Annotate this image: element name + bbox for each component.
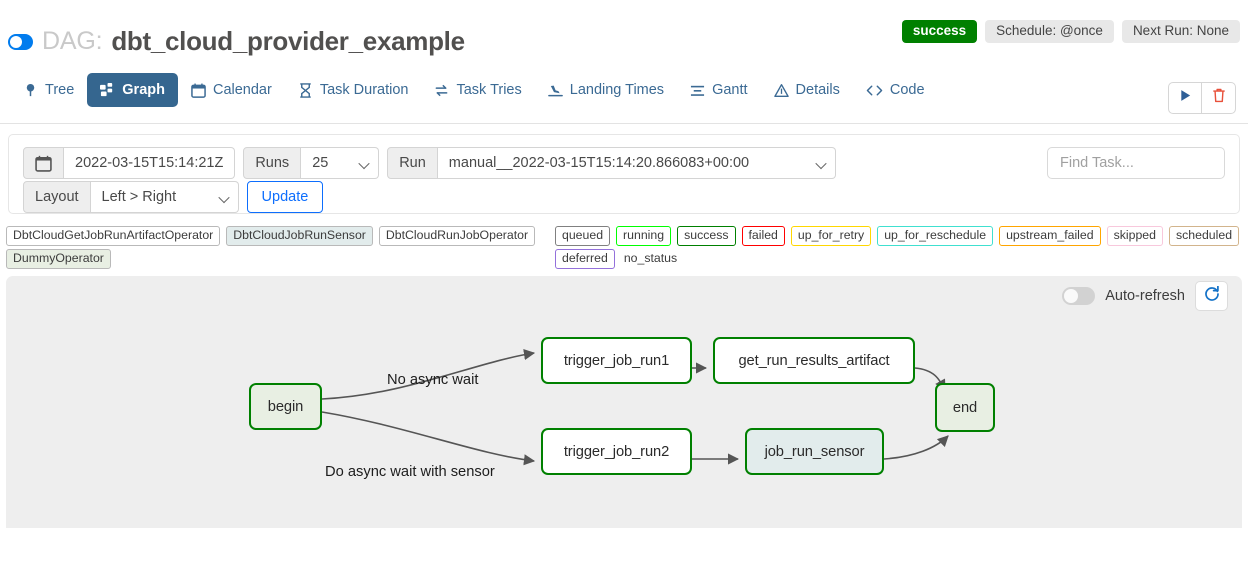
dag-graph-panel: Auto-refresh begin trigger_job_run1 get_… bbox=[6, 276, 1242, 528]
graph-node-label: begin bbox=[267, 398, 304, 415]
graph-node-trigger-job-run2[interactable]: trigger_job_run2 bbox=[541, 428, 692, 475]
delete-dag-button[interactable] bbox=[1202, 83, 1235, 113]
tab-landing-times-label: Landing Times bbox=[569, 82, 665, 98]
schedule-badge[interactable]: Schedule: @once bbox=[985, 20, 1114, 43]
edge-label-no-async-wait: No async wait bbox=[387, 372, 479, 388]
run-group[interactable]: Run manual__2022-03-15T15:14:20.866083+0… bbox=[387, 147, 836, 179]
execution-date-group[interactable]: 2022-03-15T15:14:21Z bbox=[23, 147, 236, 179]
legend-state-success: success bbox=[677, 225, 736, 246]
legend-state-no-status: no_status bbox=[623, 250, 678, 265]
graph-node-label: end bbox=[952, 399, 978, 416]
legend-state-scheduled: scheduled bbox=[1168, 225, 1240, 246]
tab-graph-label: Graph bbox=[122, 82, 165, 98]
graph-icon bbox=[100, 82, 115, 98]
retry-icon bbox=[434, 83, 449, 98]
dag-action-buttons bbox=[1168, 82, 1236, 114]
legend-state-running: running bbox=[616, 225, 672, 246]
dag-pause-toggle[interactable] bbox=[8, 33, 33, 50]
tab-tree-label: Tree bbox=[45, 82, 75, 98]
runs-select[interactable]: 25 bbox=[301, 147, 380, 179]
refresh-button[interactable] bbox=[1195, 281, 1228, 311]
tab-gantt[interactable]: Gantt bbox=[677, 73, 760, 107]
tab-task-duration[interactable]: Task Duration bbox=[285, 73, 422, 107]
legend-state-failed: failed bbox=[741, 225, 785, 246]
edge-begin-to-trigger1 bbox=[321, 349, 536, 400]
tab-code-label: Code bbox=[889, 82, 925, 98]
edge-sensor-to-end bbox=[883, 435, 949, 460]
trash-icon bbox=[1212, 88, 1226, 108]
tab-landing-times[interactable]: Landing Times bbox=[535, 73, 677, 107]
play-icon bbox=[1179, 89, 1192, 107]
tab-details[interactable]: Details bbox=[761, 73, 853, 107]
graph-node-label: trigger_job_run2 bbox=[563, 443, 670, 460]
legend-operator: DummyOperator bbox=[6, 248, 111, 269]
tab-gantt-label: Gantt bbox=[712, 82, 748, 98]
dag-controls-bar: 2022-03-15T15:14:21Z Runs 25 Run manual_… bbox=[8, 134, 1240, 214]
graph-edges bbox=[321, 349, 949, 466]
legend-state-deferred: deferred bbox=[555, 248, 615, 269]
code-icon bbox=[866, 83, 883, 98]
header-badges: success Schedule: @once Next Run: None bbox=[901, 20, 1240, 43]
legend-state-up-for-reschedule: up_for_reschedule bbox=[877, 225, 994, 246]
layout-select[interactable]: Left > Right bbox=[90, 181, 239, 213]
refresh-controls: Auto-refresh bbox=[1062, 281, 1228, 311]
find-task-input[interactable]: Find Task... bbox=[1047, 147, 1225, 179]
edge-label-do-async-wait: Do async wait with sensor bbox=[325, 464, 495, 480]
runs-label: Runs bbox=[243, 147, 302, 179]
tab-details-label: Details bbox=[795, 82, 840, 98]
page-header: DAG: dbt_cloud_provider_example success … bbox=[0, 0, 1248, 70]
edge-begin-to-trigger2 bbox=[321, 411, 536, 466]
layout-group[interactable]: Layout Left > Right bbox=[23, 181, 239, 213]
refresh-icon bbox=[1204, 285, 1220, 307]
graph-node-label: get_run_results_artifact bbox=[738, 352, 890, 369]
gantt-icon bbox=[690, 83, 705, 98]
tab-calendar[interactable]: Calendar bbox=[178, 73, 285, 107]
legend-operator: DbtCloudJobRunSensor bbox=[226, 225, 373, 246]
legend-state-upstream-failed: upstream_failed bbox=[999, 225, 1101, 246]
trigger-dag-button[interactable] bbox=[1169, 83, 1202, 113]
operator-legend: DbtCloudGetJobRunArtifactOperator DbtClo… bbox=[6, 224, 536, 270]
auto-refresh-toggle[interactable] bbox=[1062, 287, 1096, 305]
dag-name: dbt_cloud_provider_example bbox=[111, 26, 465, 56]
calendar-picker-button[interactable] bbox=[23, 147, 64, 179]
graph-node-end[interactable]: end bbox=[935, 383, 995, 432]
tab-task-duration-label: Task Duration bbox=[319, 82, 409, 98]
graph-node-label: job_run_sensor bbox=[764, 443, 865, 460]
tab-task-tries-label: Task Tries bbox=[456, 82, 522, 98]
graph-node-job-run-sensor[interactable]: job_run_sensor bbox=[745, 428, 884, 475]
dag-label: DAG: bbox=[42, 27, 103, 55]
tab-task-tries[interactable]: Task Tries bbox=[421, 73, 534, 107]
update-button[interactable]: Update bbox=[246, 181, 324, 213]
run-label: Run bbox=[387, 147, 438, 179]
run-select[interactable]: manual__2022-03-15T15:14:20.866083+00:00 bbox=[437, 147, 836, 179]
legend-state-skipped: skipped bbox=[1106, 225, 1163, 246]
dag-title: DAG: dbt_cloud_provider_example bbox=[8, 26, 465, 57]
tab-graph[interactable]: Graph bbox=[87, 73, 178, 107]
tab-tree[interactable]: Tree bbox=[10, 73, 87, 107]
tab-code[interactable]: Code bbox=[853, 73, 938, 107]
execution-date-input[interactable]: 2022-03-15T15:14:21Z bbox=[64, 147, 236, 179]
tree-icon bbox=[23, 83, 38, 98]
state-legend: queued running success failed up_for_ret… bbox=[555, 224, 1242, 270]
next-run-badge: Next Run: None bbox=[1121, 20, 1240, 43]
details-icon bbox=[773, 83, 789, 98]
legend-operator: DbtCloudRunJobOperator bbox=[378, 225, 536, 246]
calendar-icon bbox=[191, 83, 206, 98]
legend-area: DbtCloudGetJobRunArtifactOperator DbtClo… bbox=[6, 224, 1242, 270]
auto-refresh-label: Auto-refresh bbox=[1105, 288, 1185, 304]
graph-node-label: trigger_job_run1 bbox=[563, 352, 670, 369]
landing-icon bbox=[547, 83, 563, 98]
legend-state-up-for-retry: up_for_retry bbox=[790, 225, 872, 246]
graph-node-begin[interactable]: begin bbox=[249, 383, 322, 430]
legend-operator: DbtCloudGetJobRunArtifactOperator bbox=[6, 225, 221, 246]
runs-group[interactable]: Runs 25 bbox=[243, 147, 380, 179]
tab-calendar-label: Calendar bbox=[212, 82, 272, 98]
dag-nav-tabs: Tree Graph Calendar Task Duration Task T… bbox=[0, 70, 1248, 124]
graph-node-get-run-results-artifact[interactable]: get_run_results_artifact bbox=[713, 337, 915, 384]
dag-state-badge: success bbox=[901, 20, 978, 43]
graph-node-trigger-job-run1[interactable]: trigger_job_run1 bbox=[541, 337, 692, 384]
hourglass-icon bbox=[298, 82, 313, 98]
layout-label: Layout bbox=[23, 181, 91, 213]
legend-state-queued: queued bbox=[555, 225, 611, 246]
